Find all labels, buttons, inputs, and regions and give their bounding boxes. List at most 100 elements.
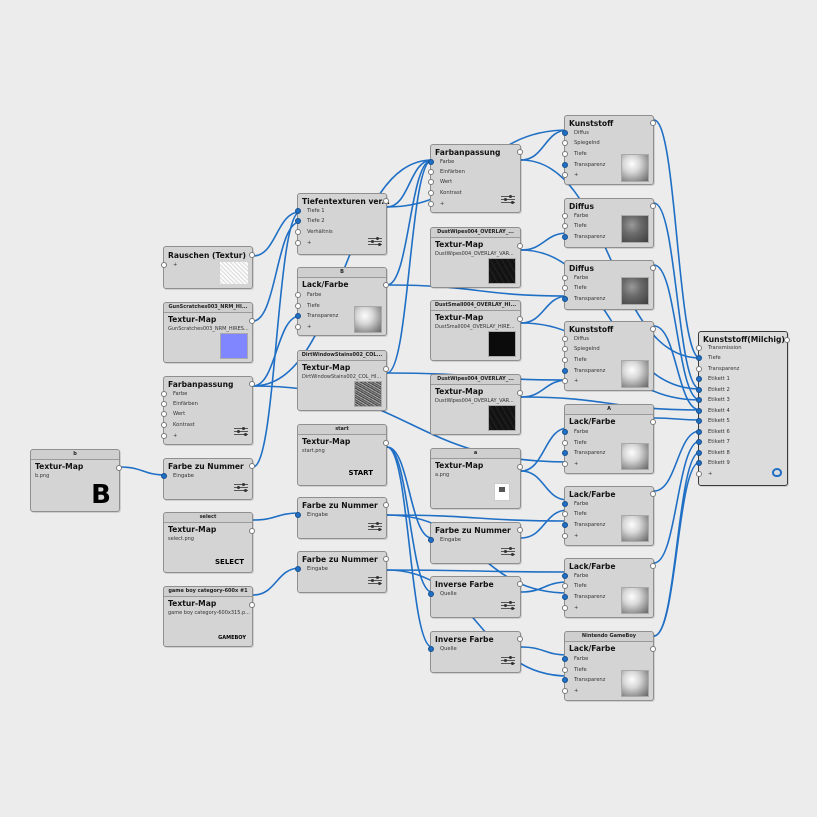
input-port[interactable] [428,646,434,652]
port-row[interactable]: Farbe [562,275,615,285]
node-lack-farbe-a[interactable]: A Lack/Farbe Farbe Tiefe Transparenz + [562,404,656,474]
settings-sliders-icon[interactable] [501,601,515,610]
input-port[interactable] [696,460,702,466]
node-farbanpassung-left[interactable]: Farbanpassung Farbe Einfärben Wert Kontr… [161,376,255,445]
port-row[interactable]: Transparenz [295,313,348,323]
output-port[interactable] [517,527,523,533]
output-port[interactable] [517,243,523,249]
port-row[interactable]: Tiefe [562,151,615,161]
input-port[interactable] [295,229,301,235]
port-row[interactable]: Etikett 9 [696,460,759,470]
port-row[interactable]: Transparenz [562,677,615,687]
port-row[interactable]: Tiefe [696,355,759,365]
node-inverse-farbe-2[interactable]: Inverse Farbe Quelle [428,631,523,673]
input-port[interactable] [562,522,568,528]
input-port[interactable] [161,433,167,439]
output-port[interactable] [650,563,656,569]
output-port[interactable] [650,120,656,126]
input-port[interactable] [295,292,301,298]
input-port[interactable] [295,566,301,572]
port-row[interactable]: Tiefe [562,357,615,367]
input-port[interactable] [295,324,301,330]
input-port[interactable] [562,461,568,467]
input-port[interactable] [562,440,568,446]
port-row[interactable]: Kontrast [161,422,224,432]
port-row[interactable]: Tiefe [562,511,615,521]
input-port[interactable] [696,408,702,414]
node-farbe-zu-nummer-right[interactable]: Farbe zu Nummer Eingabe [428,522,523,564]
input-port[interactable] [562,357,568,363]
output-port[interactable] [249,252,255,258]
port-row[interactable]: Tiefe [562,667,615,677]
input-port[interactable] [562,450,568,456]
input-port[interactable] [562,140,568,146]
input-port[interactable] [696,418,702,424]
node-texmap-dustwipes[interactable]: DustWipes004_OVERLAY_... Textur-Map Dust… [430,227,523,288]
node-tiefentexturen[interactable]: Tiefentexturen ver... Tiefe 1 Tiefe 2 Ve… [295,193,390,255]
settings-sliders-icon[interactable] [501,656,515,665]
input-port[interactable] [562,583,568,589]
port-row[interactable]: Diffus [562,336,615,346]
output-port[interactable] [650,203,656,209]
input-port[interactable] [562,213,568,219]
settings-sliders-icon[interactable] [234,483,248,492]
node-texmap-a[interactable]: a Textur-Map a.png [430,448,523,509]
port-row[interactable]: Wert [428,179,491,189]
input-port[interactable] [161,473,167,479]
port-row[interactable]: + [295,324,348,334]
port-row[interactable]: Diffus [562,130,615,140]
node-texmap-dirtwindow[interactable]: DirtWindowStains002_COL... Textur-Map Di… [297,350,389,411]
port-row[interactable]: + [562,172,615,182]
input-port[interactable] [562,223,568,229]
output-port[interactable] [650,326,656,332]
input-port[interactable] [562,677,568,683]
node-kunststoff-2[interactable]: Kunststoff Diffus Spiegelnd Tiefe Transp… [562,321,656,391]
port-row[interactable]: Farbe [562,656,615,666]
input-port[interactable] [562,656,568,662]
input-port[interactable] [696,397,702,403]
port-row[interactable]: + [562,533,615,543]
port-row[interactable]: Spiegelnd [562,346,615,356]
output-port[interactable] [383,440,389,446]
port-row[interactable]: Tiefe [562,583,615,593]
port-row[interactable]: Eingabe [428,537,491,547]
add-input-row[interactable]: + [161,262,214,272]
input-port[interactable] [562,573,568,579]
input-port[interactable] [696,471,702,477]
port-row[interactable]: Tiefe 1 [295,208,358,218]
node-texmap-select[interactable]: select Textur-Map select.png SELECT [163,512,255,573]
output-port[interactable] [650,419,656,425]
input-port[interactable] [562,336,568,342]
node-lack-farbe-b[interactable]: B Lack/Farbe Farbe Tiefe Transparenz + [295,267,389,336]
output-port[interactable] [784,337,790,343]
output-port[interactable] [249,463,255,469]
node-lack-farbe-3[interactable]: Lack/Farbe Farbe Tiefe Transparenz + [562,558,656,618]
port-row[interactable]: Tiefe 2 [295,218,358,228]
port-row[interactable]: Tiefe [562,440,615,450]
port-row[interactable]: Verhältnis [295,229,358,239]
input-port[interactable] [562,234,568,240]
input-port[interactable] [562,130,568,136]
port-row[interactable]: Transparenz [562,594,615,604]
input-port[interactable] [562,162,568,168]
input-port[interactable] [696,439,702,445]
input-port[interactable] [428,169,434,175]
input-port[interactable] [562,285,568,291]
port-row[interactable]: Quelle [428,646,491,656]
input-port[interactable] [696,345,702,351]
output-port[interactable] [383,198,389,204]
output-port[interactable] [650,646,656,652]
port-row[interactable]: Transparenz [562,522,615,532]
input-port[interactable] [428,591,434,597]
input-port[interactable] [562,429,568,435]
settings-sliders-icon[interactable] [234,427,248,436]
port-row[interactable]: Kontrast [428,190,491,200]
output-port[interactable] [249,602,255,608]
output-port[interactable] [383,282,389,288]
port-row[interactable]: + [428,201,491,211]
input-port[interactable] [562,667,568,673]
output-port[interactable] [383,502,389,508]
settings-sliders-icon[interactable] [501,547,515,556]
input-port[interactable] [428,159,434,165]
port-row[interactable]: Farbe [562,501,615,511]
